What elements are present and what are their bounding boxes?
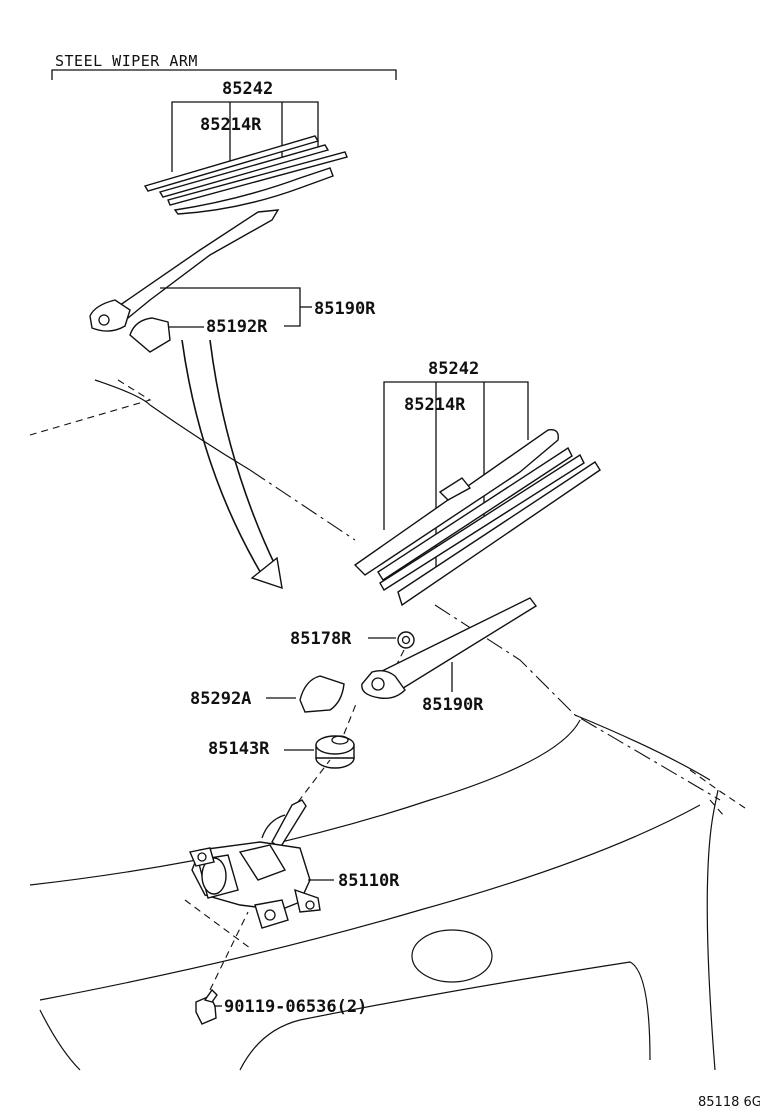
label-85143R: 85143R	[208, 739, 270, 759]
nut-85178R	[397, 631, 415, 649]
label-85190R-upper: 85190R	[314, 299, 376, 319]
vehicle-body-outline	[29, 379, 746, 1071]
lower-wiper-blade	[353, 429, 601, 607]
steel-wiper-arm-group: STEEL WIPER ARM 85242 85214R 85190R 8519…	[51, 52, 397, 353]
upper-wiper-arm	[89, 209, 280, 332]
rear-wiper-group: 85242 85214R 85178R 85190R	[184, 359, 601, 1025]
wiper-motor-85110R	[189, 799, 321, 929]
upper-wiper-blade	[143, 135, 348, 215]
label-85214R-lower: 85214R	[404, 395, 466, 415]
label-85178R: 85178R	[290, 629, 352, 649]
label-85242-lower: 85242	[428, 359, 479, 379]
label-85214R-upper: 85214R	[200, 115, 262, 135]
lower-wiper-arm	[361, 597, 538, 700]
label-85242-upper: 85242	[222, 79, 273, 99]
cover-85292A	[299, 675, 345, 713]
upper-arm-cap	[129, 317, 171, 353]
grommet-85143R	[315, 735, 355, 769]
direction-arrow	[181, 339, 283, 590]
label-85190R-lower: 85190R	[422, 695, 484, 715]
diagram-code: 85118 6G	[698, 1095, 760, 1110]
label-85110R: 85110R	[338, 871, 400, 891]
bolt-90119-06536	[195, 988, 218, 1025]
section-bracket	[51, 69, 397, 80]
section-label: STEEL WIPER ARM	[55, 52, 198, 70]
leader-85242-upper	[171, 101, 319, 172]
label-90119-06536: 90119-06536(2)	[224, 997, 367, 1017]
label-85292A: 85292A	[190, 689, 251, 709]
leader-85242-lower	[383, 381, 529, 530]
label-85192R: 85192R	[206, 317, 268, 337]
